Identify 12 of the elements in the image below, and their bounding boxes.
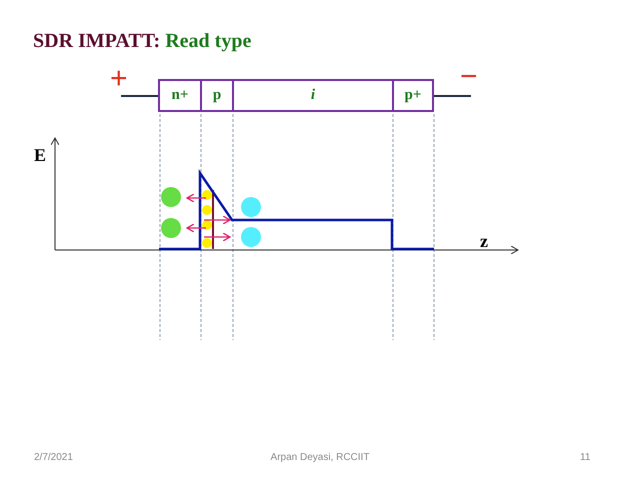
minus-sign: −	[460, 62, 478, 92]
footer-date: 2/7/2021	[34, 451, 73, 465]
region-box: p	[200, 79, 234, 112]
page-number: 11	[580, 451, 590, 465]
plus-sign: +	[110, 64, 128, 94]
region-box: i	[232, 79, 394, 112]
slide-title: SDR IMPATT: Read type	[33, 29, 252, 54]
axis-label: E	[34, 144, 46, 167]
axis-label: z	[480, 230, 488, 253]
footer-text: Arpan Deyasi, RCCIIT	[270, 451, 370, 465]
region-box: n+	[158, 79, 202, 112]
region-box: p+	[392, 79, 434, 112]
